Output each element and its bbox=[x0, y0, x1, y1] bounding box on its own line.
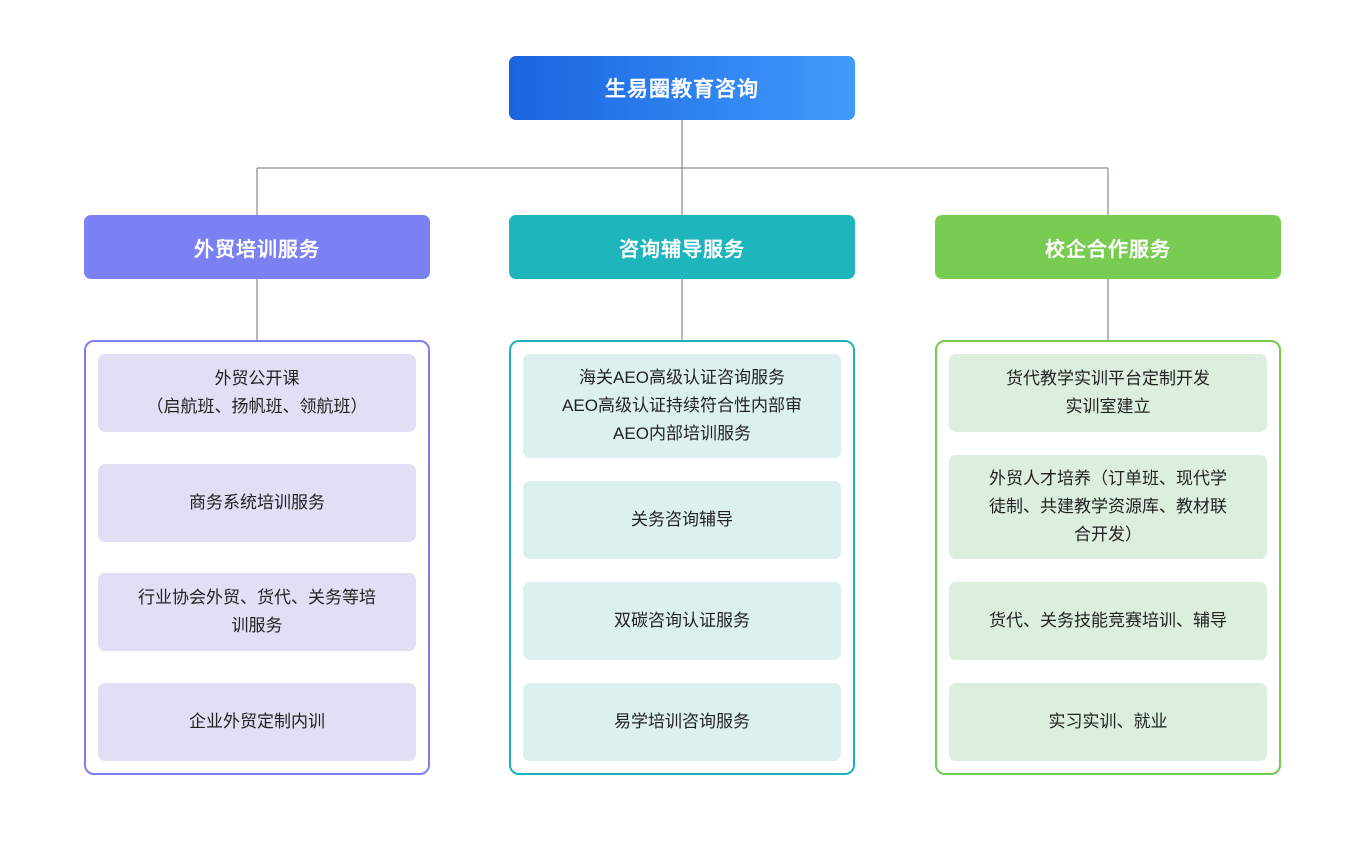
branch-body-2: 海关AEO高级认证咨询服务 AEO高级认证持续符合性内部审 AEO内部培训服务 … bbox=[509, 340, 855, 775]
leaf-node[interactable]: 行业协会外贸、货代、关务等培 训服务 bbox=[98, 573, 416, 652]
leaf-node[interactable]: 易学培训咨询服务 bbox=[523, 683, 841, 761]
leaf-node[interactable]: 外贸公开课 （启航班、扬帆班、领航班） bbox=[98, 354, 416, 432]
leaf-node[interactable]: 关务咨询辅导 bbox=[523, 481, 841, 559]
branch-header-label-1: 外贸培训服务 bbox=[194, 238, 320, 261]
leaf-node[interactable]: 海关AEO高级认证咨询服务 AEO高级认证持续符合性内部审 AEO内部培训服务 bbox=[523, 354, 841, 458]
leaf-node[interactable]: 货代教学实训平台定制开发 实训室建立 bbox=[949, 354, 1267, 432]
branch-column-1: 外贸培训服务 外贸公开课 （启航班、扬帆班、领航班） 商务系统培训服务 行业协会… bbox=[84, 215, 430, 775]
leaf-node[interactable]: 双碳咨询认证服务 bbox=[523, 582, 841, 660]
root-node[interactable]: 生易圈教育咨询 bbox=[509, 56, 855, 120]
branch-column-3: 校企合作服务 货代教学实训平台定制开发 实训室建立 外贸人才培养（订单班、现代学… bbox=[935, 215, 1281, 775]
branch-header-label-2: 咨询辅导服务 bbox=[619, 238, 745, 261]
branch-body-1: 外贸公开课 （启航班、扬帆班、领航班） 商务系统培训服务 行业协会外贸、货代、关… bbox=[84, 340, 430, 775]
leaf-node[interactable]: 货代、关务技能竞赛培训、辅导 bbox=[949, 582, 1267, 660]
leaf-node[interactable]: 商务系统培训服务 bbox=[98, 463, 416, 542]
branch-header-3[interactable]: 校企合作服务 bbox=[935, 215, 1281, 279]
branch-header-label-3: 校企合作服务 bbox=[1045, 238, 1171, 261]
branch-column-2: 咨询辅导服务 海关AEO高级认证咨询服务 AEO高级认证持续符合性内部审 AEO… bbox=[509, 215, 855, 775]
leaf-node[interactable]: 实习实训、就业 bbox=[949, 683, 1267, 761]
root-node-label: 生易圈教育咨询 bbox=[605, 78, 759, 101]
branch-header-1[interactable]: 外贸培训服务 bbox=[84, 215, 430, 279]
branch-header-2[interactable]: 咨询辅导服务 bbox=[509, 215, 855, 279]
branch-body-3: 货代教学实训平台定制开发 实训室建立 外贸人才培养（订单班、现代学 徒制、共建教… bbox=[935, 340, 1281, 775]
leaf-node[interactable]: 企业外贸定制内训 bbox=[98, 682, 416, 761]
leaf-node[interactable]: 外贸人才培养（订单班、现代学 徒制、共建教学资源库、教材联 合开发） bbox=[949, 455, 1267, 559]
